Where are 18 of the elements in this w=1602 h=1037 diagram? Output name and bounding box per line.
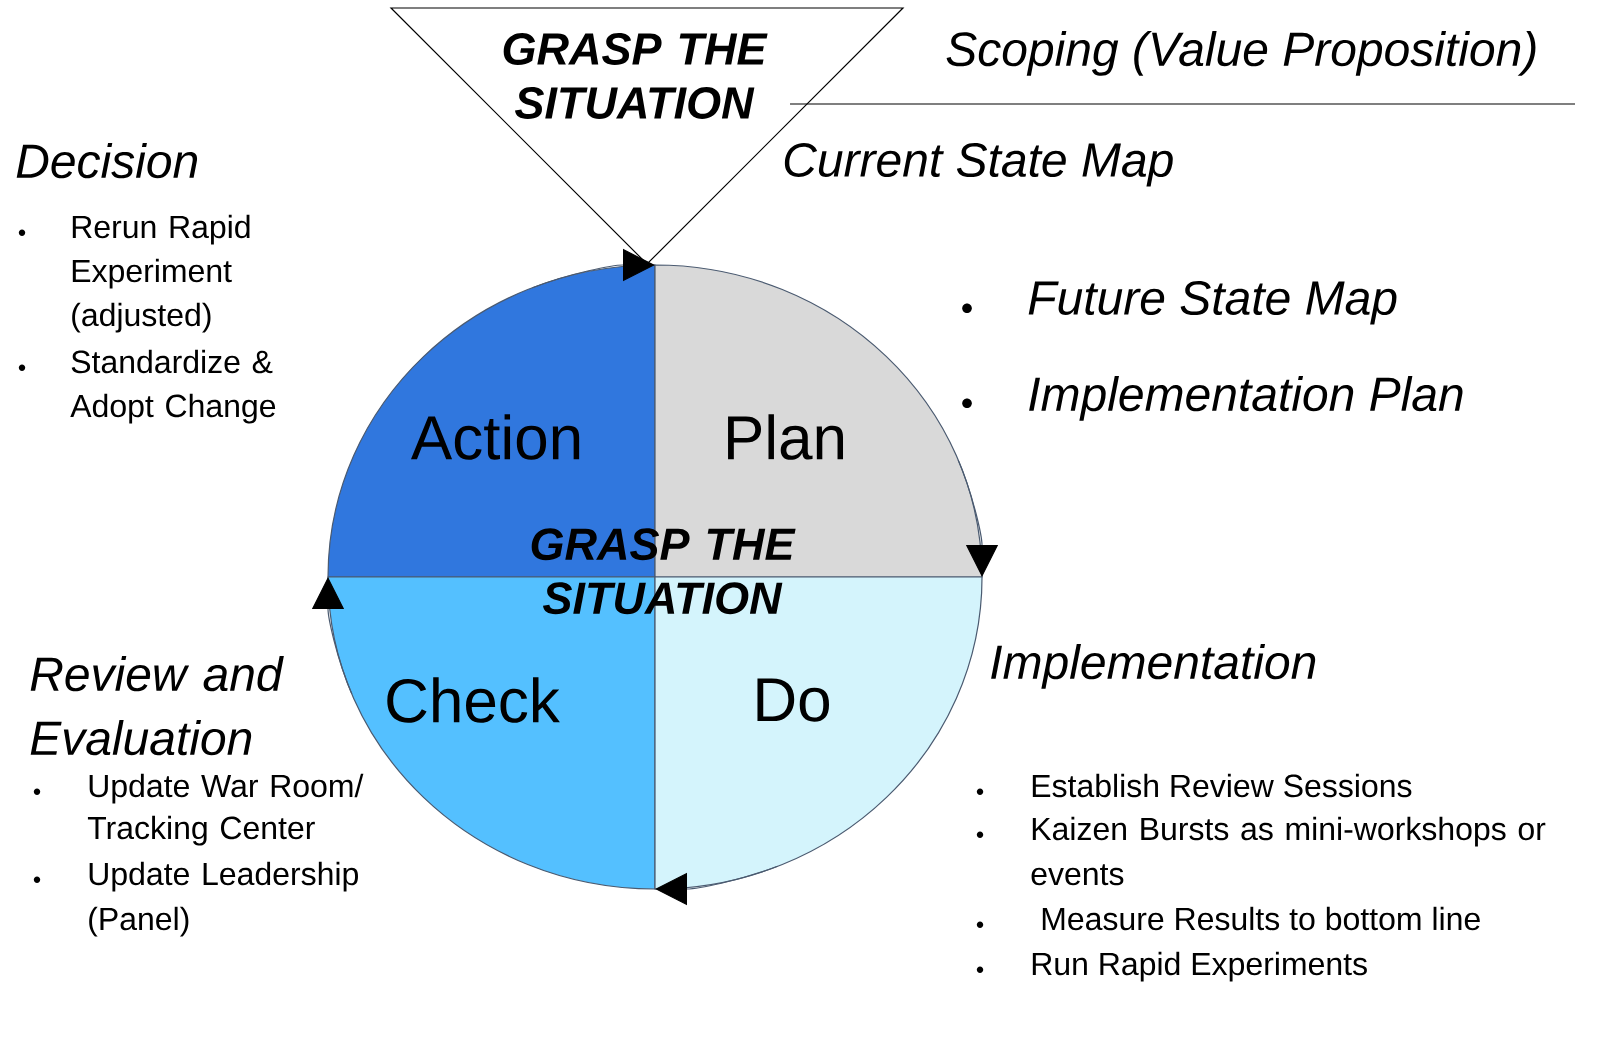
bullet-text: Measure Results to bottom line — [1042, 906, 1480, 931]
heading: Implementation — [991, 644, 1316, 689]
arrow — [655, 865, 779, 906]
heading: Current State Map — [784, 143, 1173, 187]
bullet-text: Run Rapid Experiments — [1032, 951, 1367, 982]
arrow — [311, 577, 353, 695]
arrow — [957, 459, 999, 577]
bullet-text: Update Leadership (Panel) — [89, 861, 358, 937]
bullet-text: Update War Room/ Tracking Center — [87, 773, 364, 846]
bullet-text: Establish Review Sessions — [1032, 773, 1412, 798]
heading: Decision — [16, 143, 198, 179]
bullet-text: Future State Map — [1028, 281, 1397, 325]
heading: Review and Evaluation — [30, 656, 284, 756]
bullet-text: Implementation Plan — [1029, 376, 1463, 421]
bullet-text: Standardize & Adopt Change — [70, 349, 276, 424]
bullet-text: Rerun Rapid Experiment (adjusted) — [72, 214, 250, 333]
bullet-text: Kaizen Bursts as mini-workshops or events — [1031, 816, 1546, 886]
arrow — [531, 248, 655, 289]
